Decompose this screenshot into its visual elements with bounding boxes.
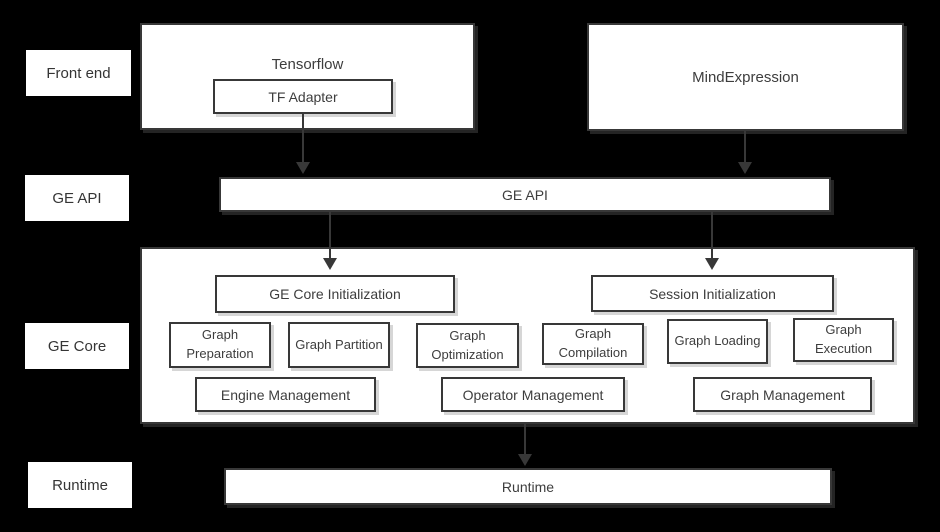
ge-core-initialization-box: GE Core Initialization <box>215 275 455 313</box>
engine-management-box: Engine Management <box>195 377 376 412</box>
session-initialization-box: Session Initialization <box>591 275 834 312</box>
row-label-ge-api: GE API <box>25 175 129 221</box>
tf-adapter-box: TF Adapter <box>213 79 393 114</box>
row-label-front-end: Front end <box>26 50 131 96</box>
arrow-tf-adapter-to-ge-api <box>302 114 304 162</box>
operator-management-box: Operator Management <box>441 377 625 412</box>
runtime-bar: Runtime <box>224 468 832 505</box>
row-label-runtime: Runtime <box>28 462 132 508</box>
module-graph-compilation: Graph Compilation <box>542 323 644 365</box>
module-graph-optimization: Graph Optimization <box>416 323 519 368</box>
row-label-ge-core: GE Core <box>25 323 129 369</box>
ge-api-bar: GE API <box>219 177 831 212</box>
arrow-ge-api-to-ge-core-initialization <box>329 212 331 258</box>
arrow-mindexpression-to-ge-api <box>744 131 746 162</box>
module-graph-preparation: Graph Preparation <box>169 322 271 368</box>
ge-core-box: GE Core Initialization Session Initializ… <box>140 247 915 424</box>
arrow-ge-api-to-session-initialization <box>711 212 713 258</box>
tensorflow-title: Tensorflow <box>271 56 344 73</box>
arrow-ge-core-to-runtime <box>524 424 526 454</box>
mindexpression-box: MindExpression <box>587 23 904 131</box>
module-graph-execution: Graph Execution <box>793 318 894 362</box>
graph-management-box: Graph Management <box>693 377 872 412</box>
module-graph-partition: Graph Partition <box>288 322 390 368</box>
module-graph-loading: Graph Loading <box>667 319 768 364</box>
